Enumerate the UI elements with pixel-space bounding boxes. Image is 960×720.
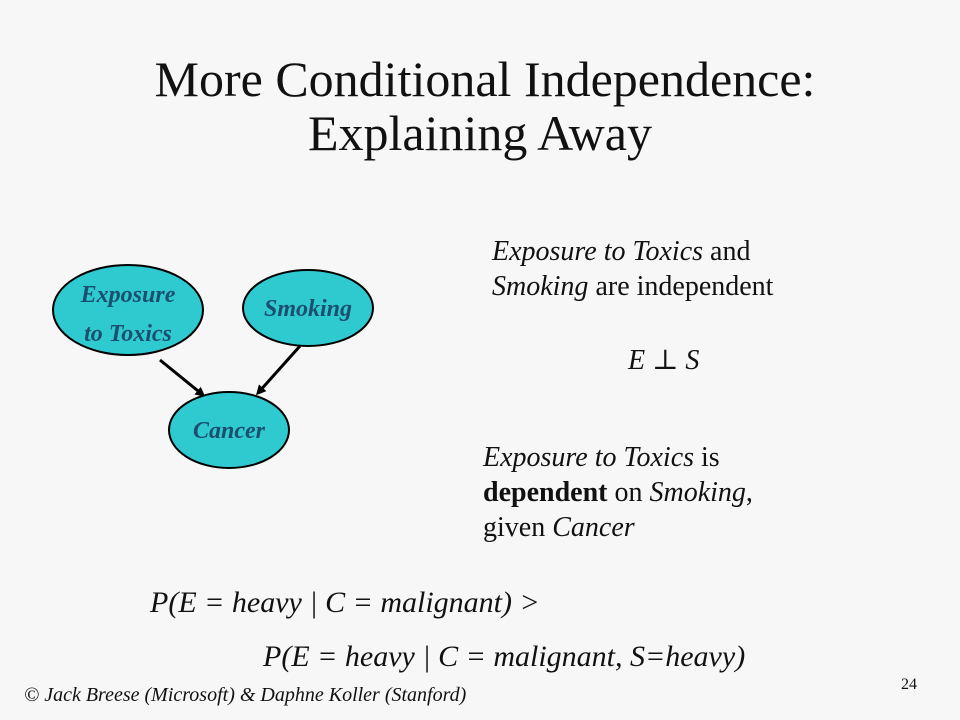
block2-line3-start: given bbox=[483, 512, 553, 543]
probability-line-1: P(E = heavy | C = malignant) > bbox=[150, 586, 540, 619]
node-smoking: Smoking bbox=[242, 269, 374, 347]
block1-line1-italic: Exposure to Toxics bbox=[492, 236, 704, 267]
node-exposure-label-2: to Toxics bbox=[84, 321, 172, 347]
block2-line2-bold: dependent bbox=[483, 477, 608, 508]
block2-line1-italic: Exposure to Toxics bbox=[483, 442, 695, 473]
slide-title: More Conditional Independence: Explainin… bbox=[0, 50, 960, 162]
page-number: 24 bbox=[901, 676, 917, 693]
block2-line2-mid: on bbox=[607, 477, 650, 508]
block1-line1-rest: and bbox=[703, 236, 751, 267]
probability-line-2: P(E = heavy | C = malignant, S=heavy) bbox=[263, 640, 746, 673]
dependence-statement: Exposure to Toxics is dependent on Smoki… bbox=[483, 440, 753, 545]
node-cancer-label: Cancer bbox=[193, 418, 266, 444]
independence-formula: E ⊥ S bbox=[628, 345, 700, 376]
block2-line1-rest: is bbox=[694, 442, 720, 473]
block1-line2-rest: are independent bbox=[588, 271, 774, 302]
block2-line2-end: , bbox=[745, 477, 753, 508]
node-exposure-label-1: Exposure bbox=[80, 282, 176, 308]
title-line-1: More Conditional Independence: bbox=[154, 51, 816, 107]
edge-smoking-to-cancer bbox=[256, 345, 302, 396]
title-line-2: Explaining Away bbox=[308, 105, 652, 161]
independence-statement: Exposure to Toxics and Smoking are indep… bbox=[492, 234, 773, 304]
block1-line2-italic: Smoking bbox=[492, 271, 589, 302]
node-exposure: Exposure to Toxics bbox=[52, 264, 204, 356]
copyright-footer: © Jack Breese (Microsoft) & Daphne Kolle… bbox=[24, 684, 467, 706]
block2-line2-italic: Smoking bbox=[649, 477, 746, 508]
block2-line3-italic: Cancer bbox=[552, 512, 635, 543]
node-smoking-label: Smoking bbox=[264, 296, 352, 322]
node-cancer: Cancer bbox=[168, 391, 290, 469]
edge-exposure-to-cancer bbox=[159, 358, 206, 397]
